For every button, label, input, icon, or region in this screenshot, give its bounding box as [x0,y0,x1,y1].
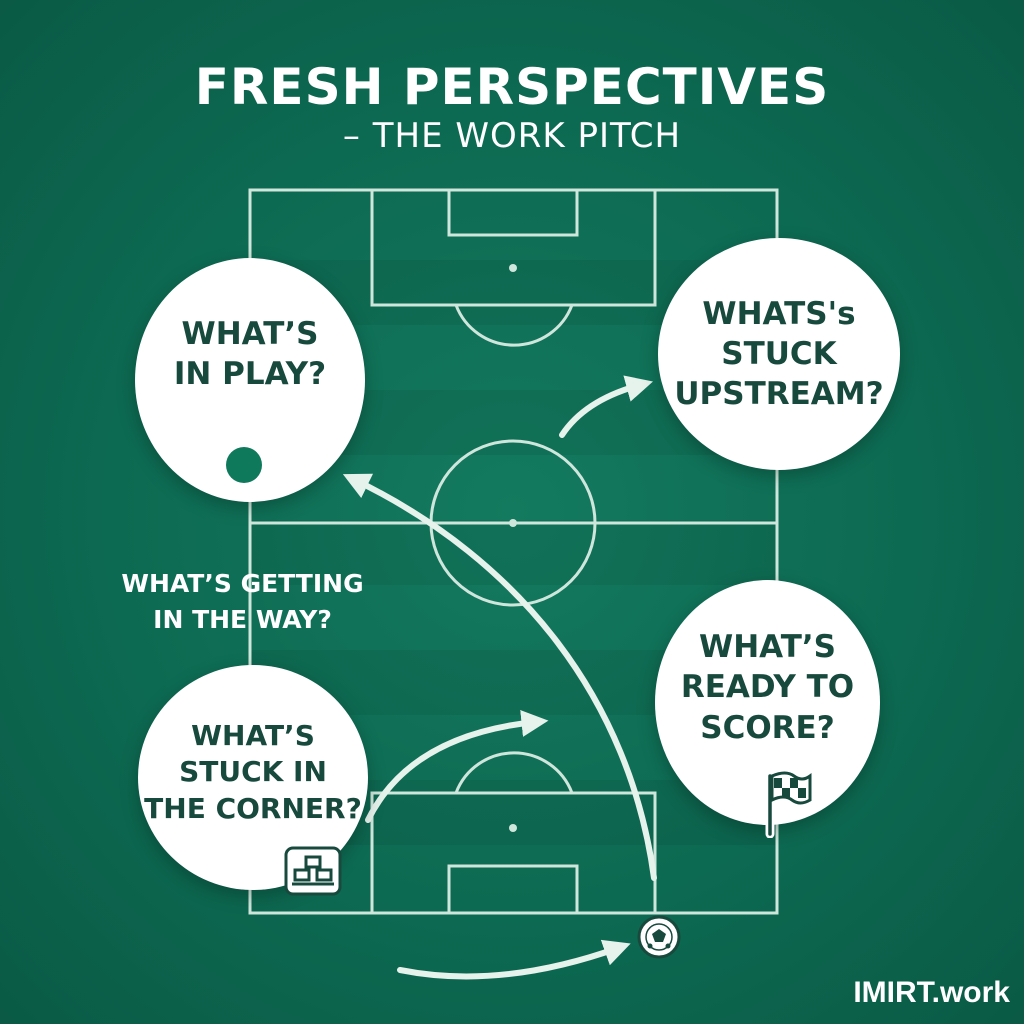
arrow-from-corner [365,709,549,823]
ball-icon [226,447,262,483]
question-getting-in-the-way: WHAT’S GETTING IN THE WAY? [121,569,364,635]
question-ready-to-score: WHAT’S READY TO SCORE? [655,580,880,825]
blocks-icon [284,846,342,896]
pitch-spots [509,264,517,832]
flag-icon [765,771,812,838]
arrow-to-in-play [342,473,657,881]
soccer-ball-icon [637,915,681,959]
bottom-penalty-arc [454,751,574,794]
question-stuck-upstream: WHATS's STUCK UPSTREAM? [658,238,900,470]
page-subtitle: – THE WORK PITCH [342,116,682,156]
question-ready-to-score-label: WHAT’S READY TO SCORE? [680,629,855,746]
question-stuck-in-corner-label: WHAT’S STUCK IN THE CORNER? [144,718,362,825]
top-goal-box [447,188,579,237]
arrow-to-ball [397,939,631,980]
play-arrows [342,375,657,980]
question-in-play-label: WHAT’S IN PLAY? [173,315,327,392]
question-stuck-upstream-label: WHATS's STUCK UPSTREAM? [674,295,884,413]
brand-logo: IMIRT.work [853,976,1010,1009]
page-title: FRESH PERSPECTIVES [194,58,830,116]
bottom-goal-box [447,864,579,915]
arrow-to-upstream [559,375,654,438]
top-penalty-arc [454,304,574,347]
